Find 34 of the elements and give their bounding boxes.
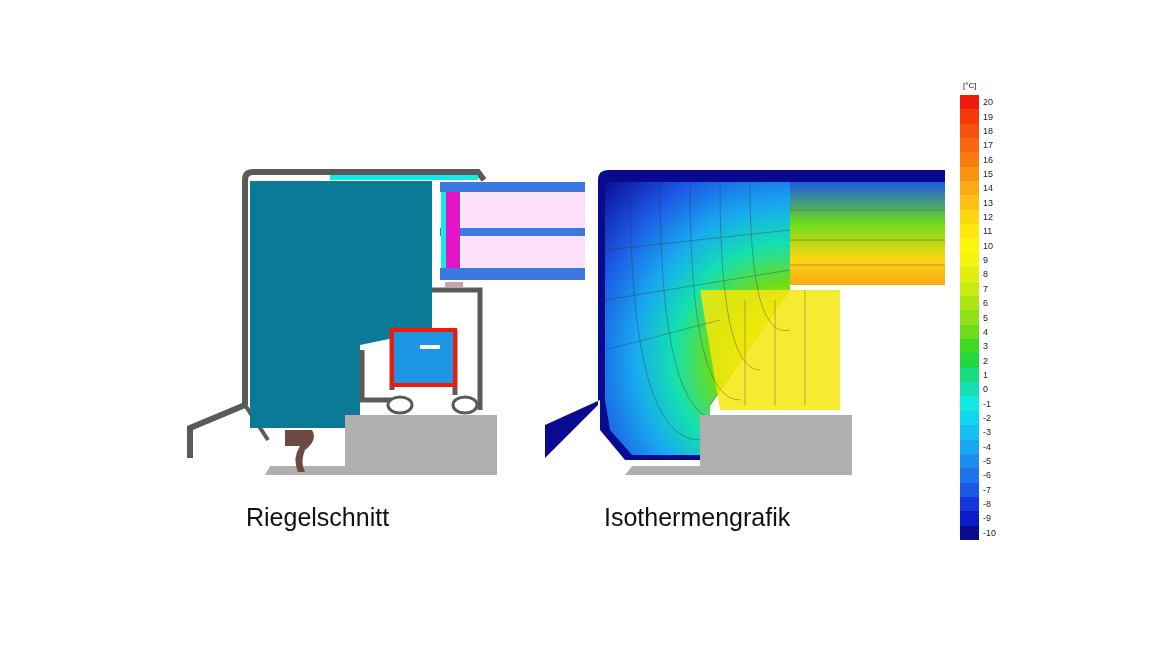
scale-value: 4	[983, 326, 988, 337]
scale-value: 16	[983, 154, 993, 165]
scale-value: 9	[983, 255, 988, 266]
scale-value: -10	[983, 527, 996, 538]
unit-label: [°C]	[963, 81, 977, 90]
scale-value: 17	[983, 140, 993, 151]
scale-value: 6	[983, 298, 988, 309]
scale-value: -5	[983, 456, 991, 467]
scale-value: 12	[983, 212, 993, 222]
scale-value: -1	[983, 398, 991, 409]
scale-value: -3	[983, 427, 991, 438]
scale-value: 20	[983, 97, 993, 108]
scale-value: -8	[983, 499, 991, 510]
isotherm-caption: Isothermengrafik	[604, 503, 791, 532]
scale-value: 8	[983, 269, 988, 280]
scale-value: -9	[983, 513, 991, 524]
scale-value: -7	[983, 484, 991, 495]
scale-value: -4	[983, 441, 991, 452]
scale-value: 13	[983, 197, 993, 208]
scale-value: 15	[983, 168, 993, 179]
section-caption: Riegelschnitt	[246, 503, 390, 532]
scale-value: 1	[983, 369, 988, 380]
scale-value: 7	[983, 283, 988, 294]
scale-value: 0	[983, 384, 988, 395]
scale-value: 14	[983, 183, 993, 194]
scale-value: 5	[983, 312, 988, 323]
scale-value: 2	[983, 355, 988, 366]
scale-value: 11	[983, 226, 993, 237]
scale-value: 10	[983, 240, 993, 251]
scale-value: -6	[983, 470, 991, 481]
scale-value: 19	[983, 111, 993, 122]
scale-value: 3	[983, 341, 988, 352]
scale-value: 18	[983, 125, 993, 136]
scale-value: -2	[983, 412, 991, 423]
